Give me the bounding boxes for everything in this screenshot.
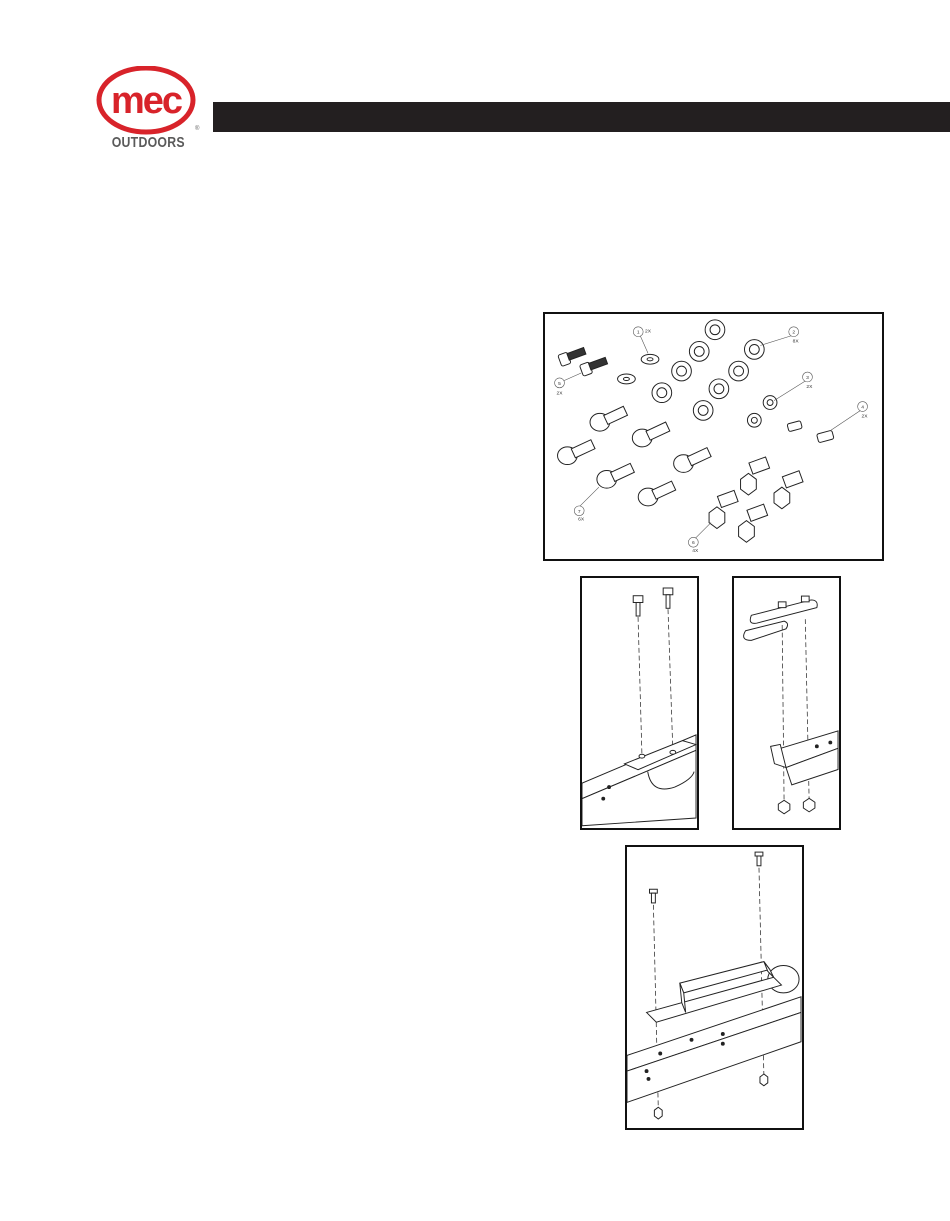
callout-5-number: 5: [558, 381, 561, 387]
callout-3-number: 3: [806, 375, 809, 381]
registered-mark: ®: [195, 125, 200, 132]
hardware-parts-illustration: 1 2X 2 8X 3 2X 4 2X 5 2X 6 4X 7 6X: [545, 314, 882, 559]
header-bar: [213, 102, 950, 132]
step-3-illustration: [627, 847, 802, 1128]
callout-6-qty: 4X: [692, 548, 699, 554]
callout-7-qty: 6X: [578, 517, 585, 523]
hardware-parts-panel: 1 2X 2 8X 3 2X 4 2X 5 2X 6 4X 7 6X: [543, 312, 884, 561]
step-2-illustration: [734, 578, 839, 828]
callout-1-number: 1: [637, 330, 640, 336]
callout-7-number: 7: [578, 509, 581, 515]
callout-4-number: 4: [861, 404, 864, 410]
callout-4-qty: 2X: [862, 413, 869, 419]
step-panel-bolts-into-rail: [580, 576, 699, 830]
step-1-illustration: [582, 578, 697, 828]
logo-wordmark: mec: [111, 80, 183, 122]
callout-5-qty: 2X: [557, 391, 564, 397]
callout-2-qty: 8X: [793, 339, 800, 345]
callout-2-number: 2: [792, 330, 795, 336]
step-panel-bracket-onto-rail: [732, 576, 841, 830]
callout-3-qty: 2X: [806, 384, 813, 390]
callout-1-qty: 2X: [645, 329, 652, 335]
brand-subtitle: OUTDOORS: [112, 134, 183, 151]
step-panel-plate-onto-rail: [625, 845, 804, 1130]
callout-6-number: 6: [692, 540, 695, 546]
